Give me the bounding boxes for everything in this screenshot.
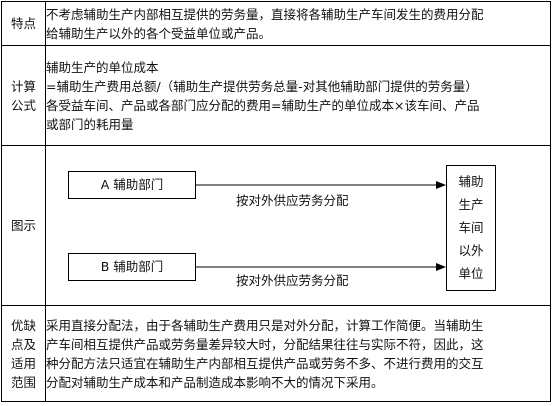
target-line: 以外	[458, 243, 484, 258]
label-line: 图示	[10, 218, 36, 233]
box-dept-b: B 辅助部门	[68, 252, 196, 281]
label-line: 计算	[10, 78, 36, 94]
content-line: 或部门的耗用量	[46, 116, 134, 132]
content-pros-cons: 采用直接分配法，由于各辅助生产费用只是对外分配，计算工作简便。当辅助生 产车间相…	[45, 305, 551, 402]
row-pros-cons: 优缺 点及 适用 范围 采用直接分配法，由于各辅助生产费用只是对外分配，计算工作…	[1, 305, 551, 402]
label-formula: 计算 公式	[1, 45, 46, 146]
target-line: 辅助	[458, 174, 484, 189]
content-formula: 辅助生产的单位成本 =辅助生产费用总额/（辅助生产提供劳务总量-对其他辅助部门提…	[45, 45, 551, 146]
content-line: 种分配方法只适宜在辅助生产内部相互提供产品或劳务不多、不进行费用的交互	[46, 355, 484, 371]
label-line: 适用	[10, 355, 36, 371]
target-line: 单位	[458, 266, 484, 281]
label-line: 特点	[10, 16, 36, 31]
box-dept-a: A 辅助部门	[68, 170, 196, 199]
label-line: 点及	[10, 336, 36, 352]
content-line: 分配对辅助生产成本和产品制造成本影响不大的情况下采用。	[46, 374, 384, 390]
arrow-b-label: 按对外供应劳务分配	[236, 272, 349, 288]
label-line: 优缺	[10, 317, 36, 333]
label-pros-cons: 优缺 点及 适用 范围	[1, 305, 46, 402]
target-line: 车间	[458, 220, 484, 235]
content-diagram: A 辅助部门 B 辅助部门 按对外供应劳务分配 按对外供应劳务分配 辅助 生产 …	[45, 145, 551, 306]
box-external-units: 辅助 生产 车间 以外 单位	[446, 164, 496, 291]
box-b-label: B 辅助部门	[100, 259, 164, 274]
diagram-arrows	[196, 180, 446, 271]
content-line: =辅助生产费用总额/（辅助生产提供劳务总量-对其他辅助部门提供的劳务量）	[46, 78, 478, 94]
box-a-label: A 辅助部门	[100, 177, 164, 192]
arrow-a-label: 按对外供应劳务分配	[236, 192, 349, 208]
target-line: 生产	[458, 197, 484, 212]
row-features: 特点 不考虑辅助生产内部相互提供的劳务量，直接将各辅助生产车间发生的费用分配 给…	[1, 1, 551, 46]
label-diagram: 图示	[1, 145, 46, 306]
content-line: 辅助生产的单位成本	[46, 59, 159, 75]
content-line: 采用直接分配法，由于各辅助生产费用只是对外分配，计算工作简便。当辅助生	[46, 317, 484, 333]
content-features: 不考虑辅助生产内部相互提供的劳务量，直接将各辅助生产车间发生的费用分配 给辅助生…	[45, 1, 551, 46]
content-line: 不考虑辅助生产内部相互提供的劳务量，直接将各辅助生产车间发生的费用分配	[46, 6, 484, 22]
content-line: 产车间相互提供产品或劳务量差异较大时，分配结果往往与实际不符，因此，这	[46, 336, 484, 352]
label-line: 公式	[10, 97, 36, 113]
label-line: 范围	[10, 374, 36, 390]
row-diagram: 图示 A 辅助部门	[1, 145, 551, 306]
allocation-diagram: A 辅助部门 B 辅助部门 按对外供应劳务分配 按对外供应劳务分配 辅助 生产 …	[46, 147, 540, 305]
content-line: 给辅助生产以外的各个受益单位或产品。	[46, 25, 272, 41]
label-features: 特点	[1, 1, 46, 46]
content-line: 各受益车间、产品或各部门应分配的费用=辅助生产的单位成本×该车间、产品	[46, 97, 480, 113]
row-formula: 计算 公式 辅助生产的单位成本 =辅助生产费用总额/（辅助生产提供劳务总量-对其…	[1, 45, 551, 146]
